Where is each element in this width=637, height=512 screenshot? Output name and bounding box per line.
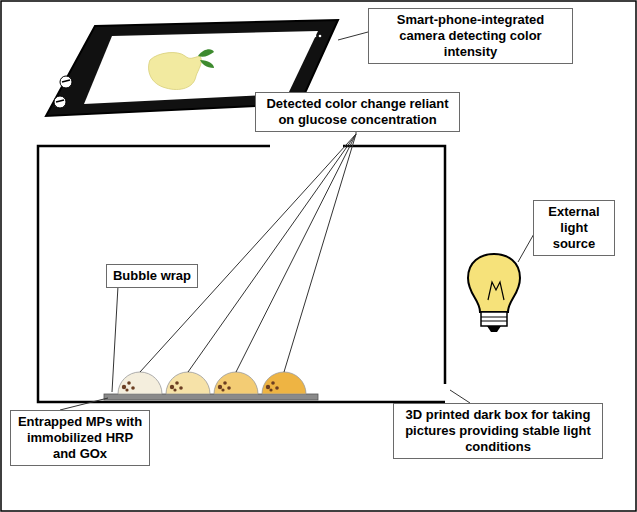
light-bulb (468, 254, 520, 332)
callout-text: Detected color change reliant on glucose… (261, 96, 454, 128)
bubble-domes (118, 372, 306, 394)
callout-text: Entrapped MPs with immobilized HRP and G… (16, 414, 144, 462)
callout-text: Bubble wrap (112, 268, 192, 284)
callout-box: Entrapped MPs with immobilized HRP and G… (10, 410, 150, 466)
callout-box: Smart-phone-integrated camera detecting … (368, 8, 573, 64)
callout-box: 3D printed dark box for taking pictures … (393, 403, 603, 459)
microparticles (122, 381, 279, 391)
callout-text: Smart-phone-integrated camera detecting … (374, 12, 567, 60)
callout-text: External light source (539, 204, 609, 252)
dark-box (38, 146, 445, 402)
callout-box: Detected color change reliant on glucose… (255, 92, 460, 132)
callout-text: 3D printed dark box for taking pictures … (399, 407, 597, 455)
callout-box: External light source (533, 200, 615, 256)
callout-box: Bubble wrap (106, 264, 198, 288)
bubble-wrap-base (104, 394, 318, 400)
leader-lines (60, 32, 535, 410)
